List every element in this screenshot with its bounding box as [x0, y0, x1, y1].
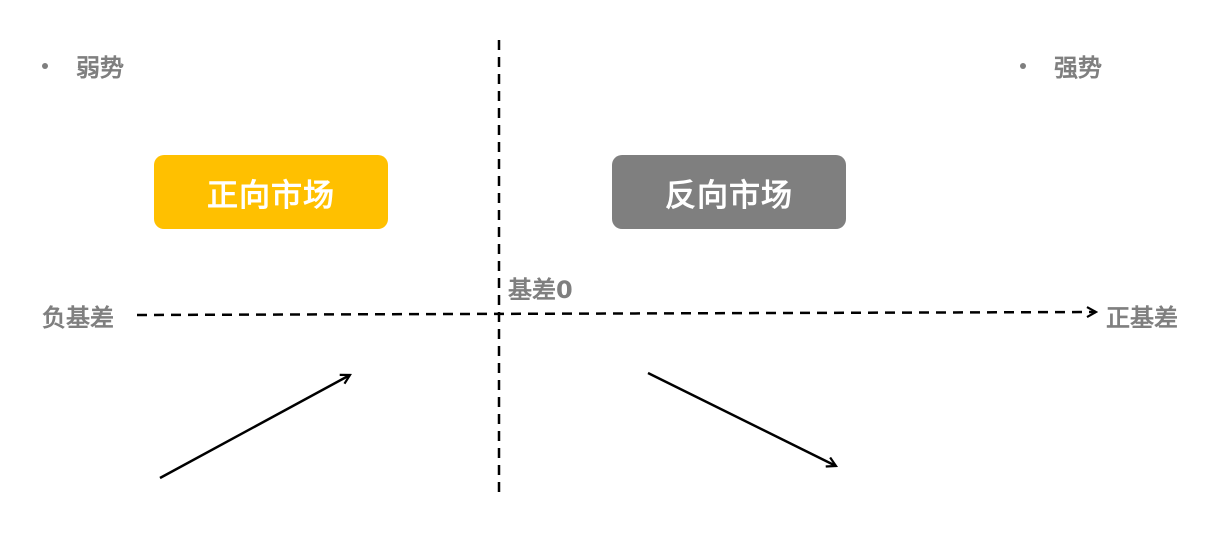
bullet-icon — [1020, 62, 1026, 69]
strong-label-text: 强势 — [1054, 54, 1102, 82]
positive-market-box: 正向市场 — [154, 155, 388, 229]
horizontal-basis-axis — [136, 312, 1096, 315]
inverse-market-box: 反向市场 — [612, 155, 846, 229]
rising-arrow — [159, 375, 350, 480]
positive-basis-label: 正基差 — [1106, 304, 1178, 332]
bullet-icon — [42, 62, 48, 69]
weak-label: 弱势 — [42, 48, 124, 83]
falling-arrow — [647, 371, 836, 466]
basis-zero-label: 基差0 — [508, 276, 573, 304]
weak-label-text: 弱势 — [76, 54, 124, 82]
negative-basis-label: 负基差 — [42, 304, 114, 332]
strong-label: 强势 — [1020, 48, 1102, 83]
